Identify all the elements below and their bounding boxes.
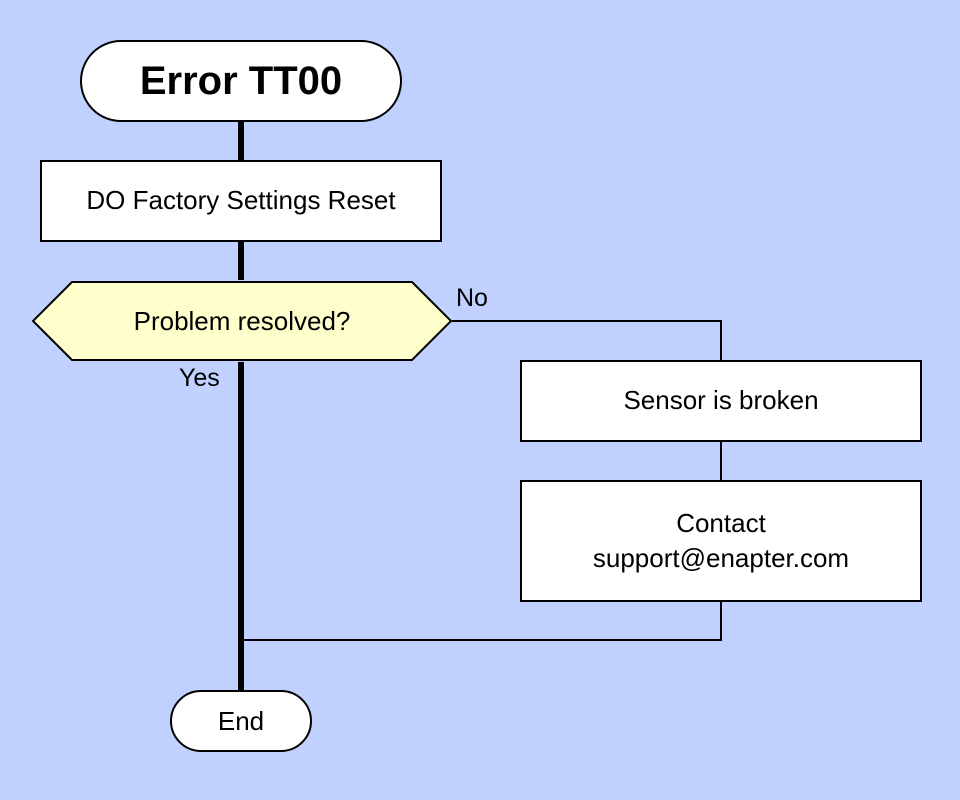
diagram-title: Error TT00 [139, 59, 343, 103]
factory-reset-label: DO Factory Settings Reset [86, 185, 396, 216]
sensor-broken-step: Sensor is broken [520, 360, 922, 442]
decision-shape [32, 281, 452, 361]
end-label: End [217, 705, 265, 736]
connector-no-to-sensor [452, 320, 722, 360]
contact-support-step: Contact support@enapter.com [520, 480, 922, 602]
end-terminator: End [170, 690, 312, 752]
yes-branch-label: Yes [179, 364, 220, 392]
decision-label: Problem resolved? [133, 305, 351, 336]
factory-reset-step: DO Factory Settings Reset [40, 160, 442, 242]
sensor-broken-label: Sensor is broken [623, 385, 819, 416]
support-email-label: support@enapter.com [592, 543, 850, 573]
contact-label: Contact [676, 507, 766, 538]
title-terminator: Error TT00 [80, 40, 402, 122]
no-branch-label: No [456, 284, 488, 312]
problem-resolved-decision: Problem resolved? [32, 281, 452, 361]
connector-contact-to-end [241, 600, 722, 641]
